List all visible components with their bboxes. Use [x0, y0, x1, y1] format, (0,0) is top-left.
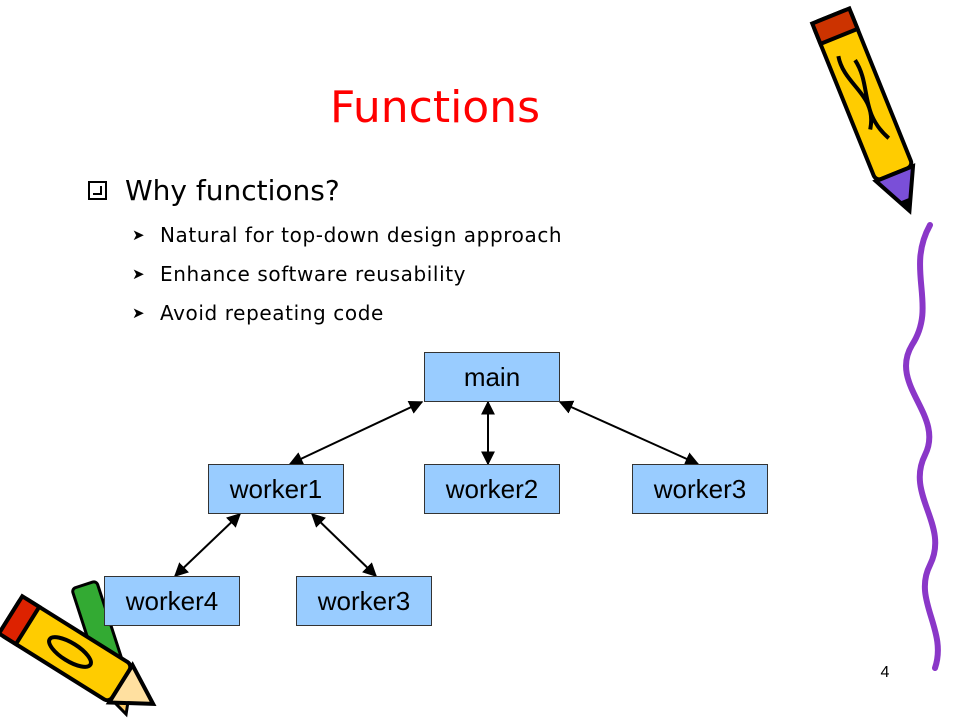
edge-worker1-worker3: [310, 513, 378, 577]
page-number: 4: [880, 664, 890, 681]
node-worker4: worker4: [104, 576, 240, 626]
node-worker1: worker1: [208, 464, 344, 514]
sub-bullet-text: Enhance software reusability: [160, 262, 467, 286]
arrow-bullet-icon: ➤: [132, 304, 145, 322]
pencils-icon: [0, 580, 157, 718]
edge-main-worker1: [288, 401, 424, 465]
node-worker2: worker2: [424, 464, 560, 514]
arrow-bullet-icon: ➤: [132, 226, 145, 244]
edge-main-worker3: [558, 400, 700, 466]
edge-worker1-worker4: [173, 513, 242, 577]
sub-bullet-1: ➤ Natural for top-down design approach: [132, 220, 562, 250]
bullet-text: Why functions?: [125, 173, 340, 207]
node-worker3-child: worker3: [296, 576, 432, 626]
checkbox-bullet-icon: [88, 180, 107, 200]
sub-bullet-text: Avoid repeating code: [160, 301, 384, 325]
sub-bullet-3: ➤ Avoid repeating code: [132, 298, 384, 328]
sub-bullet-text: Natural for top-down design approach: [160, 223, 563, 247]
node-worker3: worker3: [632, 464, 768, 514]
pencil-icon: [809, 5, 916, 215]
main-bullet: Why functions?: [88, 172, 340, 208]
arrow-bullet-icon: ➤: [132, 265, 145, 283]
squiggle-line-icon: [903, 222, 941, 671]
sub-bullet-2: ➤ Enhance software reusability: [132, 259, 466, 289]
node-main: main: [424, 352, 560, 402]
slide-title: Functions: [329, 82, 541, 133]
